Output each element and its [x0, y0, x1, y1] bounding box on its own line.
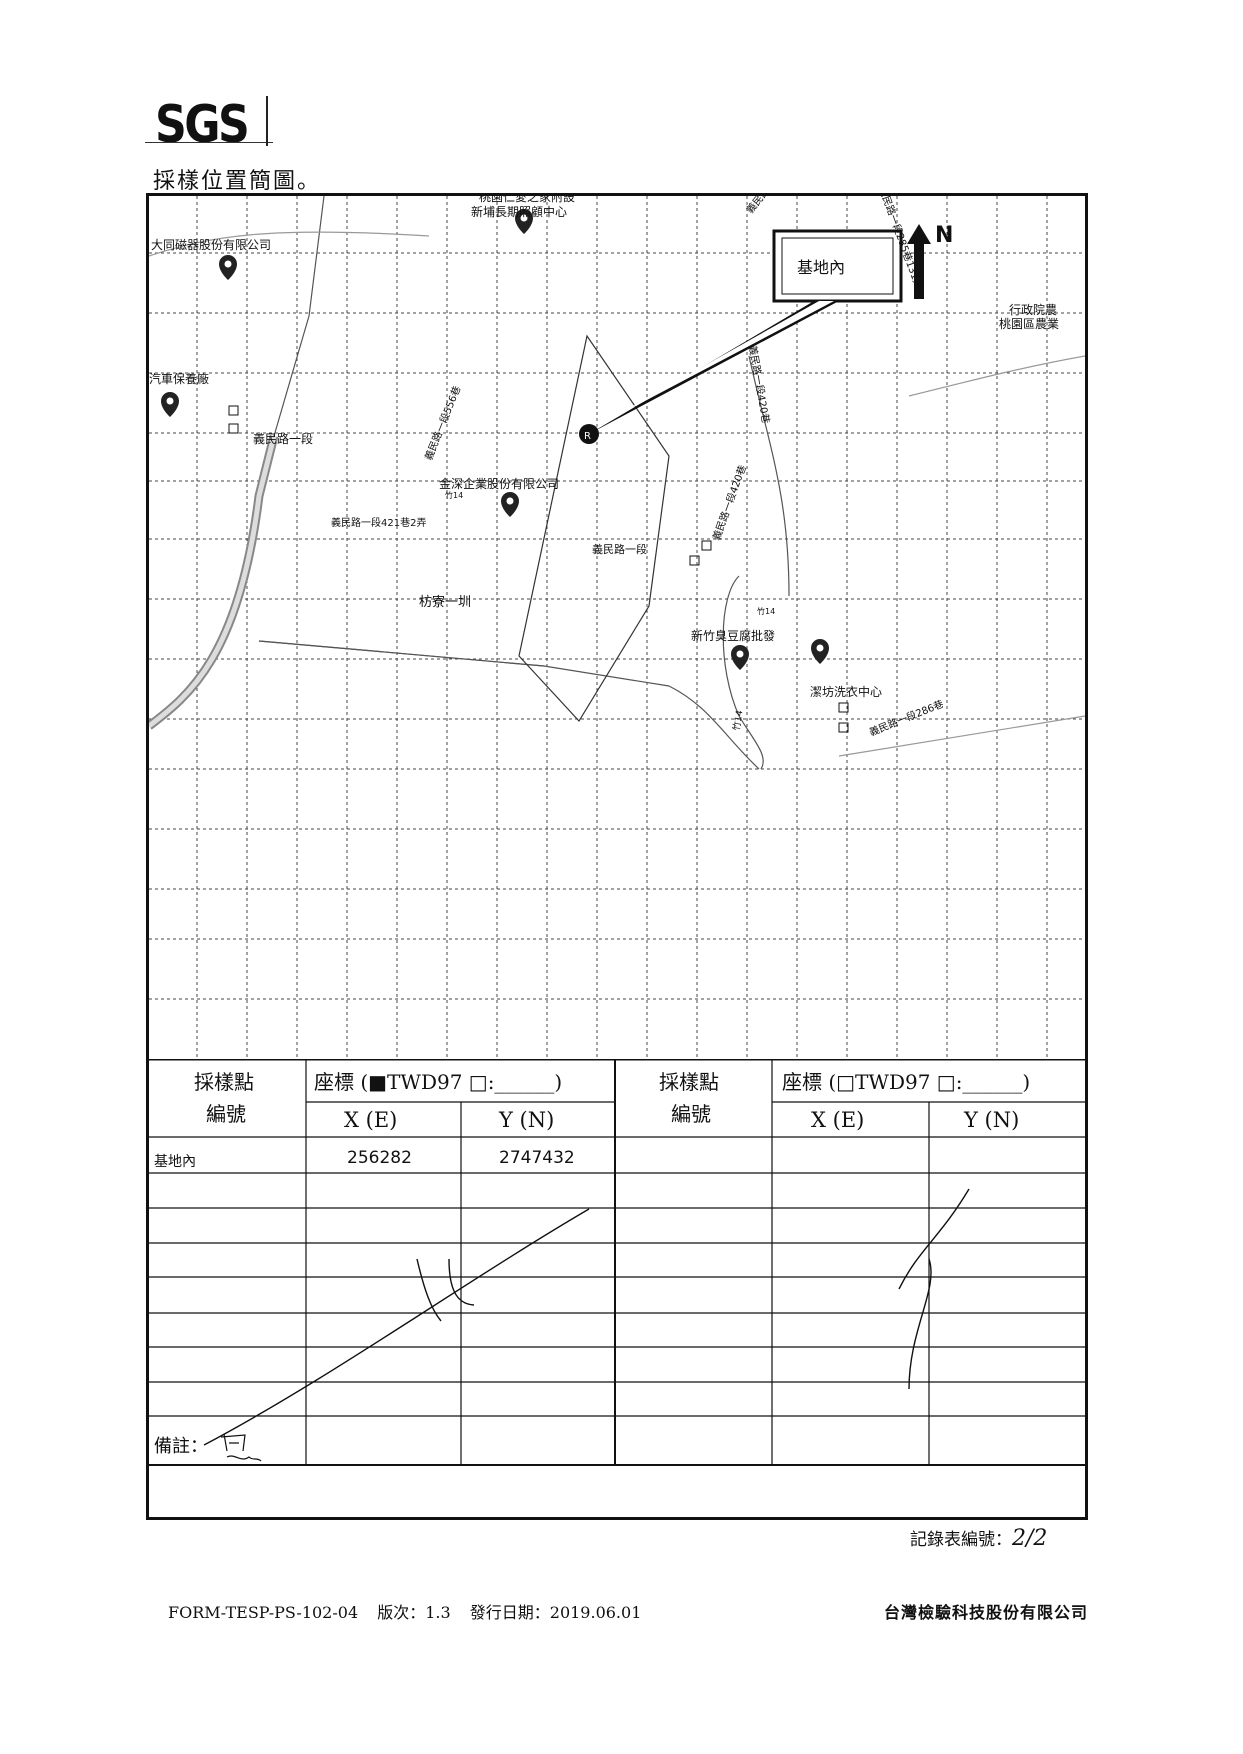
map-label: 汽車保養廠	[149, 371, 209, 386]
col-header-coordinates: 座標 (■TWD97 □:______)	[314, 1070, 562, 1094]
pin-icon	[731, 645, 749, 670]
col-header-y: Y (N)	[498, 1108, 554, 1132]
table-cell-y: 2747432	[499, 1148, 575, 1168]
map-label: 義民路一段420巷	[746, 344, 773, 424]
col-header-x: X (E)	[344, 1108, 397, 1132]
sampling-point-marker: R	[579, 424, 599, 444]
remarks-signature	[220, 1433, 262, 1462]
handwritten-strike	[203, 1188, 970, 1446]
map-label: 義民路一段	[253, 431, 313, 446]
col-header-sample-point: 採樣點	[659, 1070, 719, 1094]
table-cell-x: 256282	[347, 1148, 412, 1168]
map-grid	[149, 196, 1085, 1059]
col-header-sample-id: 編號	[671, 1102, 711, 1126]
map-label: 義民路一段286巷	[867, 697, 945, 739]
bus-stop-icons	[228, 405, 849, 733]
issue-date: 發行日期：2019.06.01	[469, 1603, 642, 1622]
record-number-label: 記錄表編號：	[910, 1530, 1012, 1550]
map-label: 義民路一段556巷	[422, 384, 464, 462]
map-label: 新埔長期照顧中心	[471, 204, 567, 219]
map-label: 義民路	[743, 196, 772, 216]
map-label: 新竹臭豆腐批發	[691, 628, 775, 643]
map-label: 潔坊洗衣中心	[810, 684, 882, 699]
record-number-value: 2/2	[1012, 1526, 1048, 1551]
map-label: 義民路一段421巷2弄	[331, 516, 426, 529]
map-label: 桃園仁愛之家附設	[479, 196, 575, 204]
map-label: 義民路一段	[592, 542, 647, 556]
callout-box: 基地內	[589, 229, 903, 434]
sgs-logo: SGS	[155, 95, 250, 155]
map-label: 義民路一段420巷	[710, 463, 749, 542]
map-label: 竹14	[445, 490, 463, 500]
callout-label: 基地內	[797, 258, 845, 277]
col-header-coordinates: 座標 (□TWD97 □:______)	[782, 1070, 1030, 1094]
col-header-x: X (E)	[811, 1108, 864, 1132]
form-id: FORM-TESP-PS-102-04	[168, 1603, 359, 1622]
map-label: 竹14	[730, 709, 745, 731]
pin-icon	[811, 639, 829, 664]
pin-icon	[219, 255, 237, 280]
remarks-label: 備註：	[154, 1436, 208, 1457]
map-label: 大同磁器股份有限公司	[151, 237, 271, 252]
page-title: 採樣位置簡圖。	[153, 169, 322, 194]
form-frame	[146, 193, 1088, 1520]
map-label: 桃園區農業	[999, 316, 1059, 331]
pin-icon	[161, 391, 179, 417]
coordinates-table: 採樣點 編號 座標 (■TWD97 □:______) X (E) Y (N) …	[149, 1059, 1085, 1466]
map-label: 行政院農	[1009, 303, 1057, 317]
logo-bar	[266, 96, 268, 146]
map-pins	[161, 209, 829, 670]
map-label: 竹14	[757, 606, 775, 616]
record-number: 記錄表編號：2/2	[910, 1525, 1047, 1551]
form-version: 版次：1.3	[377, 1603, 451, 1622]
col-header-sample-point: 採樣點	[194, 1070, 254, 1094]
table-cell-point: 基地內	[154, 1153, 196, 1170]
north-label: N	[935, 223, 953, 248]
col-header-y: Y (N)	[963, 1108, 1019, 1132]
pin-icon	[515, 209, 533, 234]
north-arrow-icon: N	[907, 223, 953, 299]
map-label: 金深企業股份有限公司	[439, 476, 559, 491]
map-label: 枋寮一圳	[419, 594, 471, 610]
pin-icon	[501, 492, 519, 517]
footer-form-info: FORM-TESP-PS-102-04 版次：1.3 發行日期：2019.06.…	[168, 1599, 655, 1623]
sampling-location-map: 基地內 R N 大同磁器股份有限公司 桃園仁愛之家附設 新埔長期照顧中心 行政院…	[149, 196, 1085, 1059]
company-name: 台灣檢驗科技股份有限公司	[883, 1603, 1088, 1622]
svg-text:R: R	[584, 431, 591, 442]
map-roads	[149, 196, 1085, 770]
col-header-sample-id: 編號	[206, 1102, 246, 1126]
logo-underline	[145, 142, 273, 143]
